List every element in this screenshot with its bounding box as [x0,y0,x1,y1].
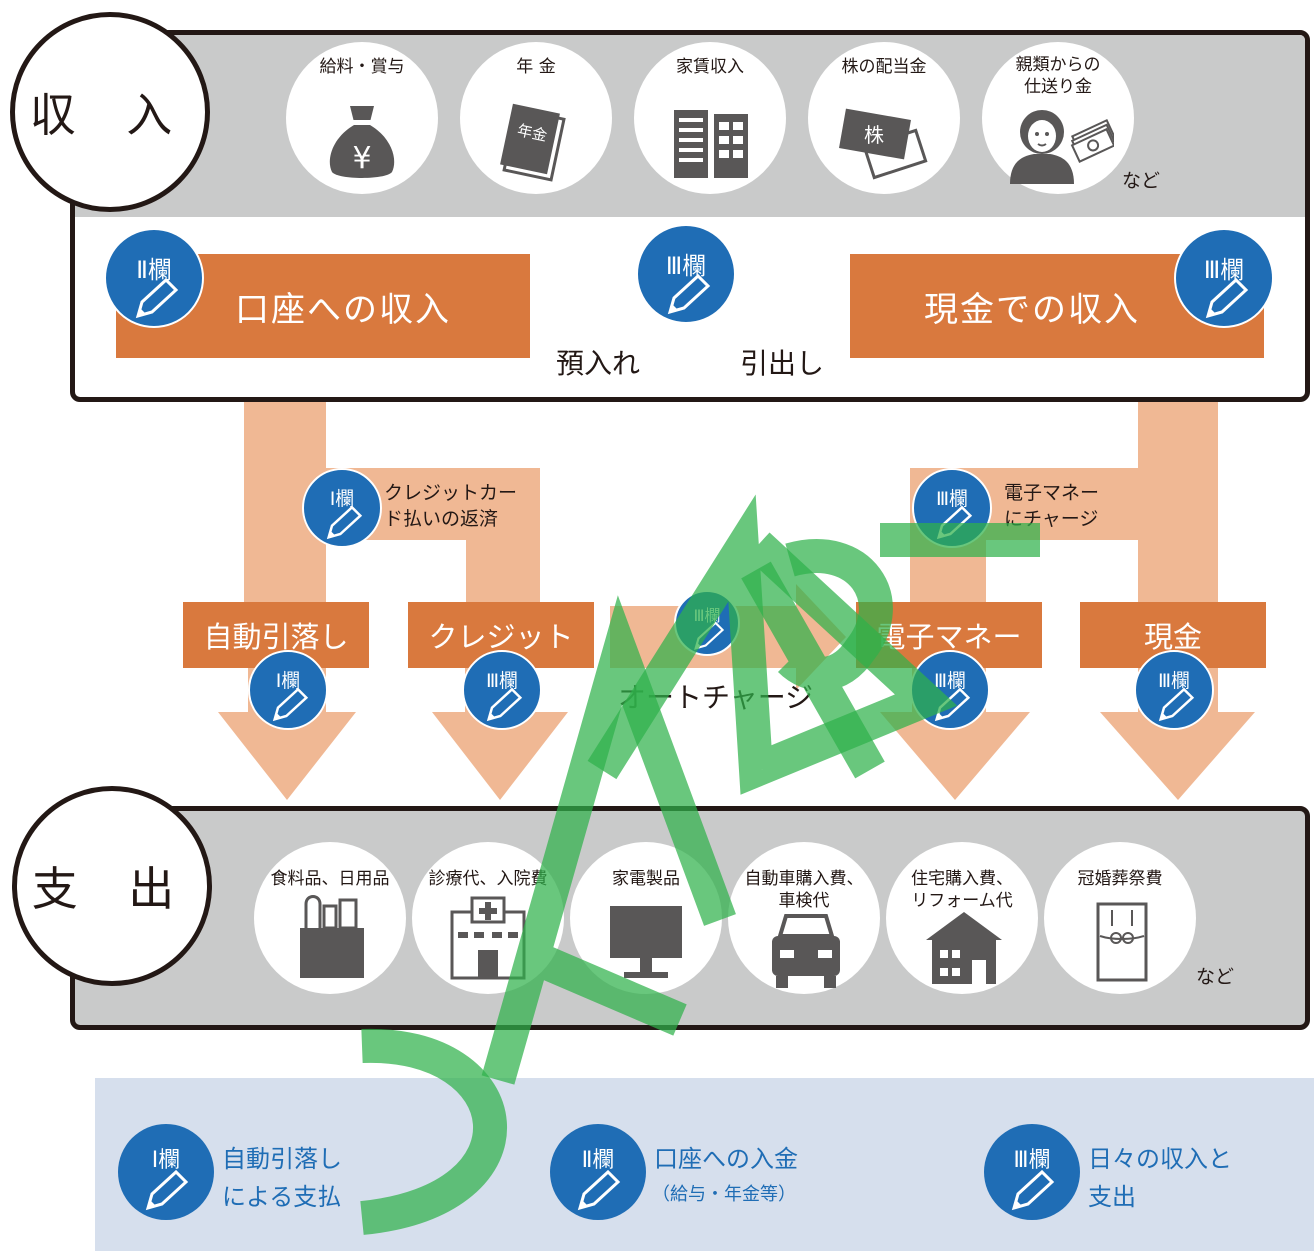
expense-etc-label: など [1196,966,1235,988]
pencil-icon [272,687,309,722]
badge-col3-credit: Ⅲ欄 [462,650,542,730]
expense-item-housing: 住宅購入費、 リフォーム代 [886,842,1038,994]
svg-text:年金: 年金 [516,121,549,145]
withdraw-label: 引出し [740,347,825,380]
pension-book-icon: 年金 [500,103,566,182]
badge-col3-cash: Ⅲ欄 [1174,228,1274,328]
badge-col3-transfer: Ⅲ欄 [636,224,736,324]
grocery-bag-icon [300,895,364,978]
badge-col3-auto-charge: Ⅲ欄 [674,590,740,656]
pencil-icon [135,277,179,319]
badge-col3-emoney-charge: Ⅲ欄 [912,468,992,548]
envelope-icon [1096,902,1148,982]
house-icon [926,912,1002,984]
income-item-rent: 家賃収入 [634,42,786,194]
expense-item-car: 自動車購入費、 車検代 [728,842,880,994]
stock-certificate-icon: 株 [839,108,928,180]
svg-text:¥: ¥ [352,141,371,176]
pencil-icon [326,505,363,540]
legend-badge-col2: Ⅱ欄 [550,1124,646,1220]
badge-col1-auto-debit: Ⅰ欄 [248,650,328,730]
income-item-salary: 給料・賞与 ¥ [286,42,438,194]
expense-title: 支 出 [12,786,212,986]
badge-col2-account: Ⅱ欄 [104,228,204,328]
money-bag-icon: ¥ [329,106,395,178]
apartment-building-icon [674,110,748,178]
pencil-icon [145,1169,189,1211]
pencil-icon [936,505,973,540]
emoney-charge-label: 電子マネー にチャージ [1004,482,1100,530]
monitor-icon [610,906,682,978]
woman-with-money-icon [1010,110,1114,184]
deposit-label: 預入れ [556,347,641,380]
expense-item-ceremony: 冠婚葬祭費 [1044,842,1196,994]
legend-text-col2: 口座への入金 [654,1145,798,1173]
legend-text-col1: 自動引落し による支払 [222,1145,342,1211]
income-item-pension: 年 金 年金 [460,42,612,194]
legend-text-col3: 日々の収入と 支出 [1088,1145,1232,1211]
legend-badge-col3: Ⅲ欄 [984,1124,1080,1220]
pencil-icon [667,273,711,315]
expense-item-groceries: 食料品、日用品 [254,842,406,994]
auto-charge-label: オートチャージ [618,681,814,714]
income-item-allowance: 親類からの 仕送り金 [982,42,1134,194]
expense-item-appliances: 家電製品 [570,842,722,994]
badge-col1-credit-repay: Ⅰ欄 [302,468,382,548]
income-item-dividend: 株の配当金 株 [808,42,960,194]
car-icon [772,914,840,988]
pencil-icon [694,621,725,650]
hospital-icon [450,896,526,980]
income-title: 収 入 [10,12,210,212]
expense-item-medical: 診療代、入院費 [412,842,564,994]
pencil-icon [934,687,971,722]
pencil-icon [577,1169,621,1211]
legend-panel [95,1078,1314,1251]
pencil-icon [1011,1169,1055,1211]
svg-text:株: 株 [864,123,884,147]
badge-col3-emoney: Ⅲ欄 [910,650,990,730]
legend-badge-col1: Ⅰ欄 [118,1124,214,1220]
pencil-icon [1158,687,1195,722]
pencil-icon [1205,277,1249,319]
credit-repay-label: クレジットカー ド払いの返済 [384,482,518,530]
income-etc-label: など [1122,170,1161,192]
legend-subtext-col2: （給与・年金等） [652,1184,796,1205]
badge-col3-cash-pay: Ⅲ欄 [1134,650,1214,730]
pencil-icon [486,687,523,722]
